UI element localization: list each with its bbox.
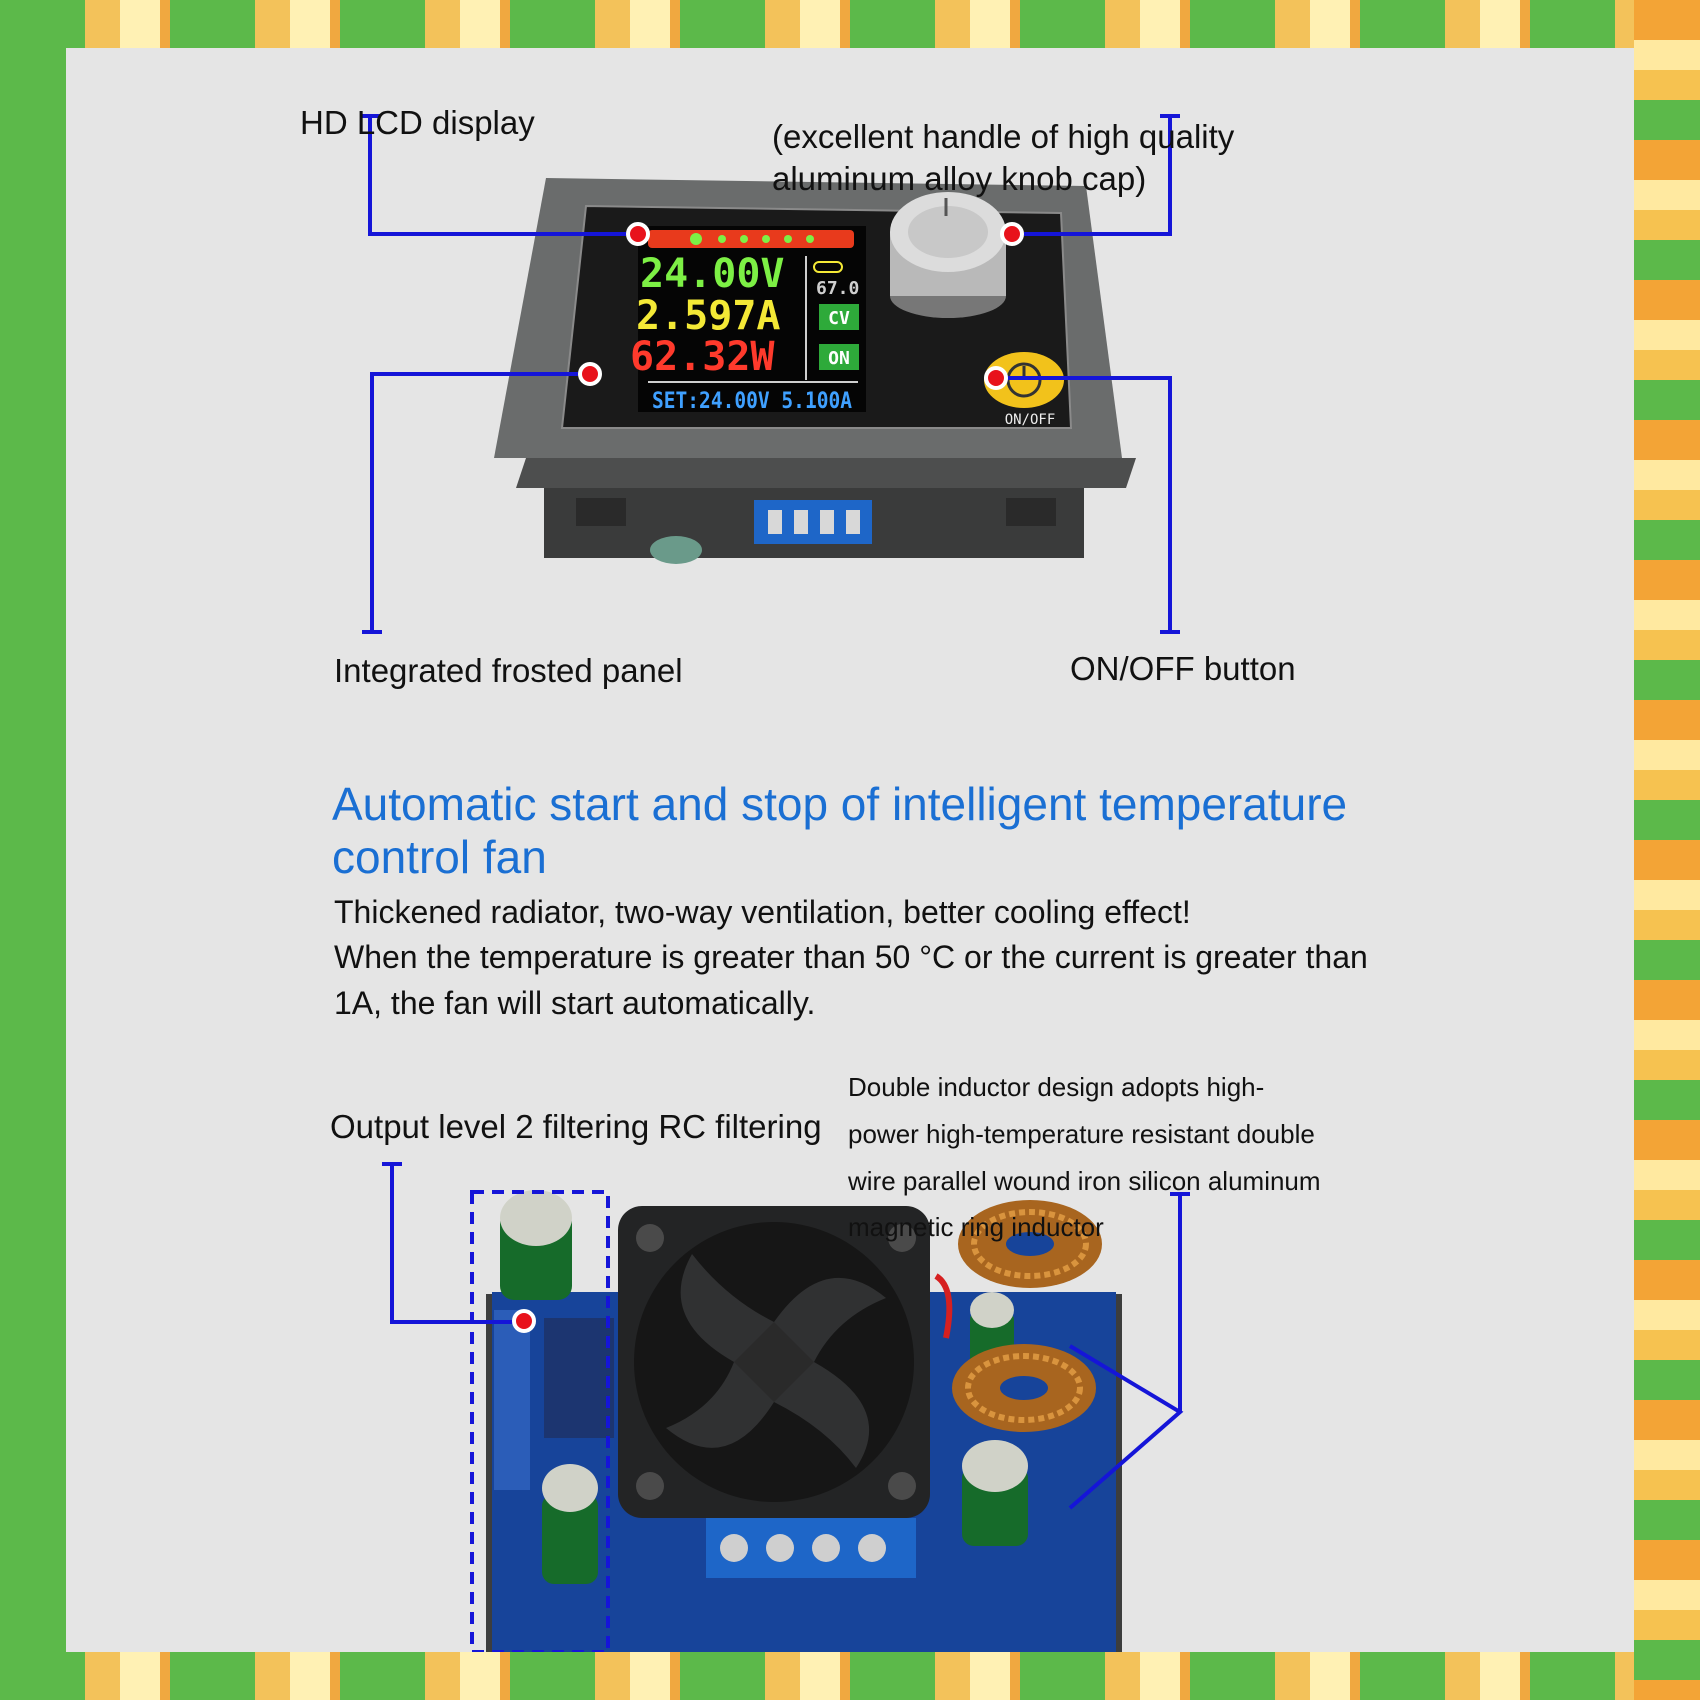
lcd-screen: 24.00V 2.597A 62.32W 67.0 CV ON SET:24.0… (630, 226, 866, 414)
voltage-readout: 24.00V (640, 251, 785, 297)
knob-callout-line2: aluminum alloy knob cap) (772, 160, 1147, 197)
knob-callout-line1: (excellent handle of high quality (772, 118, 1235, 155)
current-readout: 2.597A (636, 293, 781, 339)
knob-icon (890, 192, 1006, 318)
capacitor-icon (500, 1190, 1028, 1584)
temperature-readout: 67.0 (816, 278, 859, 299)
power-readout: 62.32W (630, 334, 775, 380)
filter-highlight-box (470, 1190, 610, 1652)
cooling-fan-icon (618, 1206, 930, 1518)
feature-heading: Automatic start and stop of intelligent … (332, 778, 1348, 883)
decorative-frame-left (0, 0, 66, 1700)
feature-description: Thickened radiator, two-way ventilation,… (334, 890, 1394, 1026)
feature-line-1: Thickened radiator, two-way ventilation,… (334, 894, 1191, 930)
decorative-frame-top (0, 0, 1700, 48)
panel-callout-label: Integrated frosted panel (334, 652, 683, 689)
callout-lines-bottom (382, 1162, 1190, 1510)
onoff-button-label: ON/OFF (1005, 412, 1056, 428)
filter-callout-label: Output level 2 filtering RC filtering (330, 1108, 822, 1145)
terminal-block (706, 1518, 916, 1578)
output-state-badge: ON (828, 348, 850, 369)
product-illustration: 24.00V 2.597A 62.32W 67.0 CV ON SET:24.0… (360, 114, 1190, 1652)
mode-badge: CV (828, 308, 850, 329)
inductor-icon (952, 1200, 1102, 1432)
feature-line-2: When the temperature is greater than 50 … (334, 939, 1368, 1021)
filter-marker (512, 1309, 536, 1333)
set-line: SET:24.00V 5.100A (652, 389, 852, 414)
product-panel: 24.00V 2.597A 62.32W 67.0 CV ON SET:24.0… (66, 48, 1634, 1652)
thermometer-icon (813, 261, 843, 273)
lcd-callout-label: HD LCD display (300, 104, 535, 141)
callout-lines-top (360, 114, 1180, 634)
decorative-frame-bottom (0, 1652, 1700, 1700)
inductor-callout-label: Double inductor design adopts high-power… (848, 1072, 1321, 1243)
onoff-callout-label: ON/OFF button (1070, 650, 1296, 687)
callout-markers-top (578, 222, 1024, 390)
decorative-frame-right (1634, 0, 1700, 1700)
